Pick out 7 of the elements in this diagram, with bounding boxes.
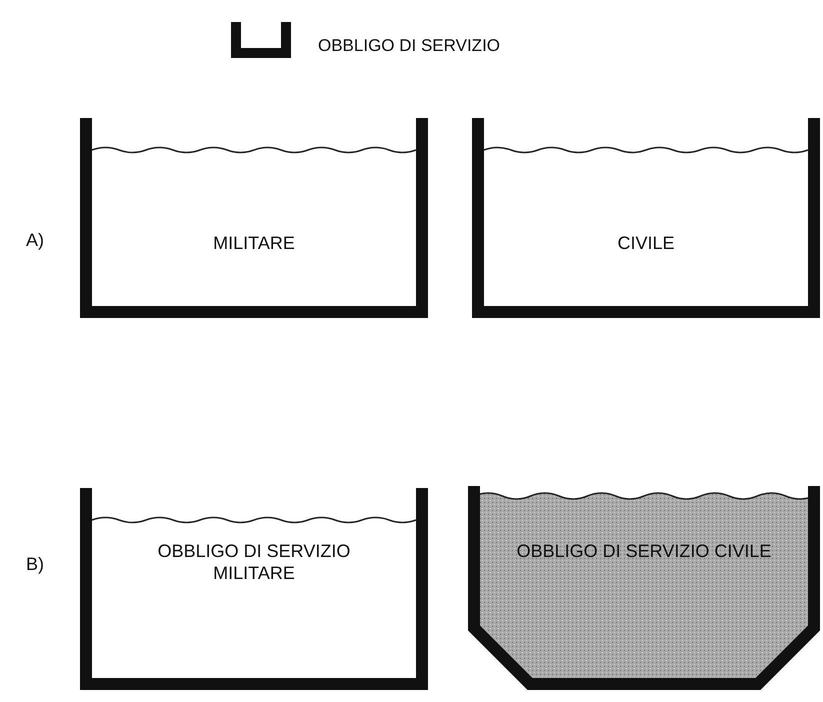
legend-label: OBBLIGO DI SERVIZIO: [318, 36, 500, 56]
tank-label: MILITARE: [212, 232, 296, 254]
tank-label: OBBLIGO DI SERVIZIO MILITARE: [156, 540, 352, 584]
row-label: B): [26, 554, 44, 575]
tank-label: OBBLIGO DI SERVIZIO CIVILE: [516, 540, 772, 562]
row-label: A): [26, 230, 44, 251]
tank-label: CIVILE: [616, 232, 676, 254]
